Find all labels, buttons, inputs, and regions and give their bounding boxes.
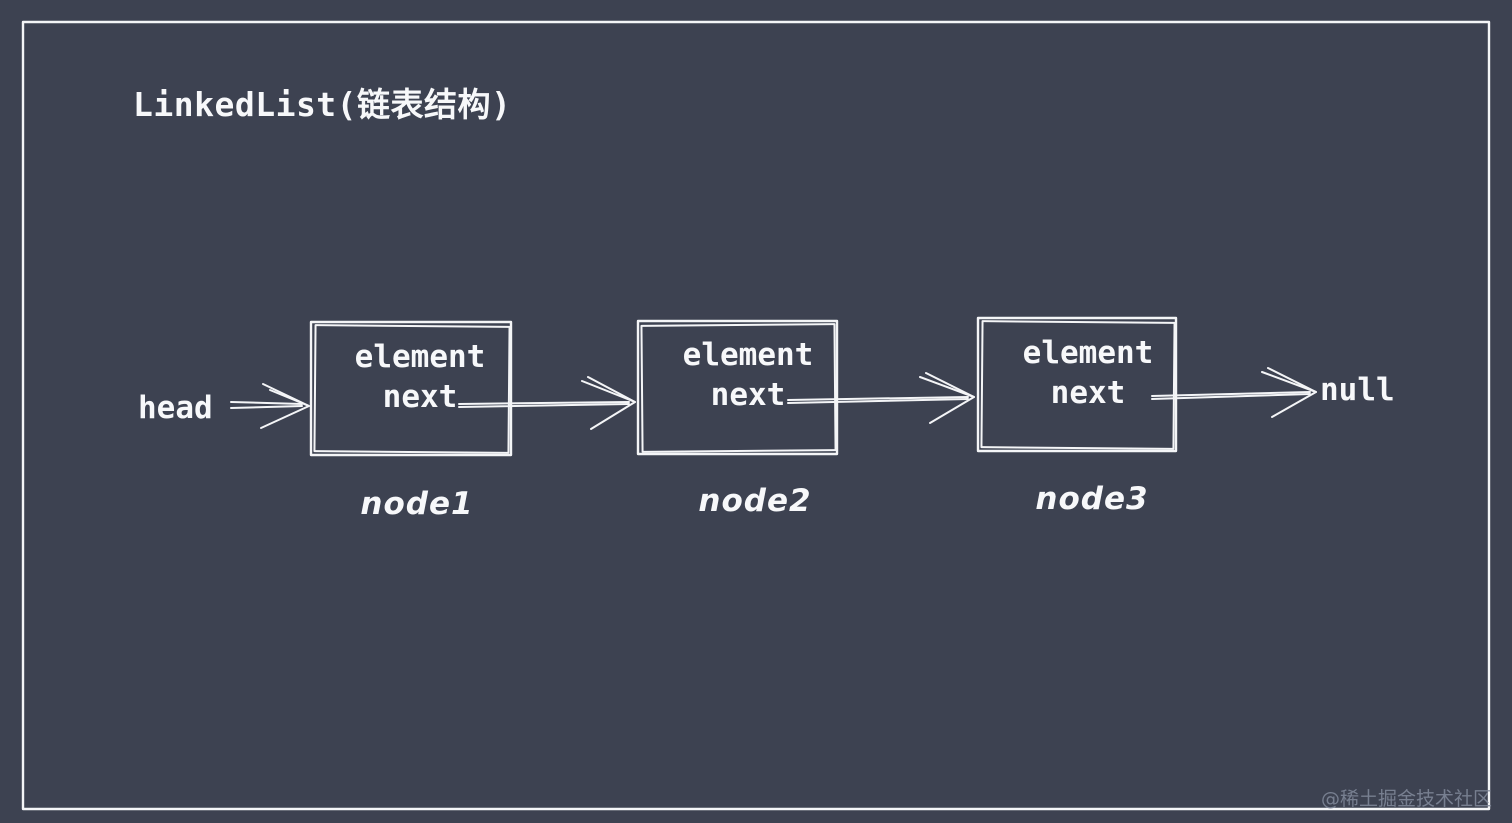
node-box: element next — [309, 320, 513, 457]
arrow-node2-to-node3 — [787, 372, 975, 424]
node-field-element: element — [355, 339, 486, 375]
head-label: head — [138, 390, 213, 426]
node-field-element: element — [1023, 335, 1154, 371]
node-box: element next — [636, 319, 839, 456]
frame-border — [21, 20, 1491, 811]
null-label: null — [1320, 372, 1395, 408]
node-caption: node1 — [360, 486, 473, 522]
node-caption: node2 — [698, 483, 811, 519]
node-field-element: element — [683, 337, 814, 373]
node-box: element next — [976, 316, 1178, 453]
arrow-head-to-node1 — [230, 383, 310, 429]
page-title: LinkedList(链表结构) — [133, 85, 511, 124]
node-field-next: next — [383, 379, 458, 415]
node-caption: node3 — [1035, 481, 1148, 517]
node-field-next: next — [1051, 375, 1126, 411]
arrow-node3-to-null — [1151, 367, 1317, 418]
node-field-next: next — [711, 377, 786, 413]
arrow-node1-to-node2 — [458, 376, 636, 430]
watermark: @稀土掘金技术社区 — [1320, 788, 1492, 810]
